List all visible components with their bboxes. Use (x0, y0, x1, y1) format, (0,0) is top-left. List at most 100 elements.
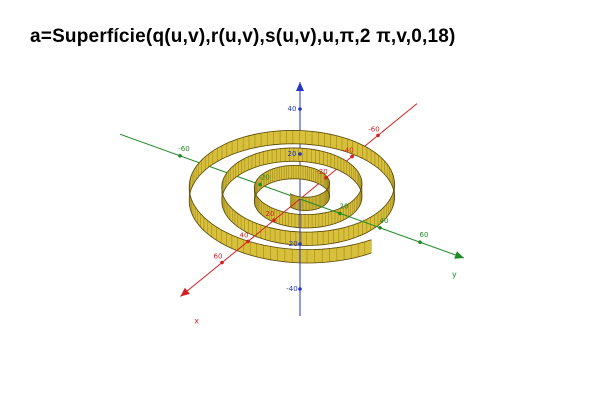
surface-segment (265, 226, 271, 242)
y-tick-dot (378, 226, 382, 230)
surface-segment (330, 153, 335, 169)
z-tick-dot (298, 152, 302, 156)
surface-segment (237, 137, 244, 153)
surface-segment (340, 157, 345, 174)
x-tick-label: -60 (368, 125, 379, 133)
surface-segment (364, 239, 372, 256)
surface-segment (261, 201, 264, 217)
surface-segment (250, 241, 257, 258)
surface-segment (270, 246, 278, 262)
surface-segment (293, 165, 297, 179)
surface-segment (299, 130, 306, 145)
surface-segment (306, 231, 313, 246)
surface-segment (313, 168, 316, 183)
surface-segment (260, 131, 268, 147)
surface-segment (343, 226, 349, 242)
x-tick-label: 20 (266, 210, 275, 218)
x-tick-dot (376, 133, 380, 138)
y-axis-name: y (452, 270, 457, 279)
surface-segment (259, 199, 262, 216)
surface-segment (346, 160, 350, 177)
surface-segment (311, 167, 314, 182)
surface-segment (276, 148, 281, 163)
surface-segment (353, 166, 356, 183)
surface-segment (331, 209, 336, 225)
surface-segment (321, 248, 330, 263)
surface-segment (357, 241, 365, 258)
y-tick-dot (418, 240, 422, 244)
surface-segment (294, 213, 299, 228)
surface-segment (302, 148, 308, 163)
surface-segment (291, 213, 296, 228)
surface-segment (295, 165, 299, 180)
surface-segment (286, 165, 289, 180)
surface-segment (232, 163, 236, 180)
surface-segment (257, 196, 259, 213)
surface-segment (354, 196, 357, 213)
surface-segment (358, 220, 363, 237)
y-tick-label: 40 (380, 217, 389, 225)
surface-segment (279, 166, 282, 181)
x-axis-arrow (180, 287, 190, 297)
surface-segment (259, 151, 264, 167)
surface-segment (311, 131, 319, 146)
x-tick-dot (350, 154, 354, 159)
surface-segment (306, 197, 309, 211)
y-tick-label: 60 (420, 231, 429, 239)
surface-segment (302, 196, 304, 211)
surface-segment (308, 214, 313, 229)
surface-segment (348, 202, 351, 218)
surface-segment (254, 132, 262, 148)
y-tick-label: -20 (258, 174, 269, 182)
surface-segment (267, 149, 273, 165)
surface-segment (284, 248, 293, 263)
y-tick-dot (258, 182, 262, 187)
x-axis-name: x (194, 316, 199, 325)
surface-segment (280, 148, 286, 163)
surface-segment (263, 150, 268, 166)
surface-segment (305, 197, 307, 211)
x-axis-line (180, 198, 301, 297)
surface-segment (297, 196, 299, 211)
z-tick-dot (298, 287, 302, 291)
z-tick-label: 40 (288, 105, 297, 113)
surface-top-edge (188, 129, 395, 251)
surface-segment (288, 165, 292, 180)
surface-segment (311, 231, 318, 246)
surface-segment (277, 247, 286, 262)
surface-segment (313, 195, 316, 210)
z-tick-dot (298, 107, 302, 111)
surface-segment (315, 213, 319, 228)
surface-segment (286, 130, 294, 145)
surface-segment (292, 130, 300, 145)
surface-segment (319, 150, 324, 166)
surface-segment (343, 159, 347, 176)
surface-segment (272, 167, 275, 183)
surface-segment (323, 151, 328, 167)
surface-segment (235, 161, 239, 178)
surface-segment (248, 219, 253, 236)
z-axis-arrow (296, 82, 304, 91)
surface-segment (270, 168, 273, 184)
surface-segment (305, 166, 308, 181)
surface-segment (226, 140, 233, 157)
surface-segment (330, 134, 337, 150)
spiral-surface[interactable] (188, 129, 395, 264)
surface-segment (303, 197, 306, 211)
surface-segment (311, 148, 316, 164)
surface-segment (309, 196, 312, 211)
surface-segment (320, 193, 322, 208)
surface-segment (322, 230, 329, 245)
surface-segment (307, 196, 310, 211)
surface-segment (318, 131, 325, 147)
surface-segment (248, 154, 253, 171)
surface-segment (328, 210, 332, 226)
surface-segment (291, 165, 294, 179)
y-axis-arrow (454, 251, 464, 259)
surface-segment (306, 148, 312, 163)
surface-segment (321, 212, 326, 227)
surface-segment (306, 249, 315, 264)
surface-segment (298, 165, 301, 180)
x-tick-dot (272, 218, 276, 222)
